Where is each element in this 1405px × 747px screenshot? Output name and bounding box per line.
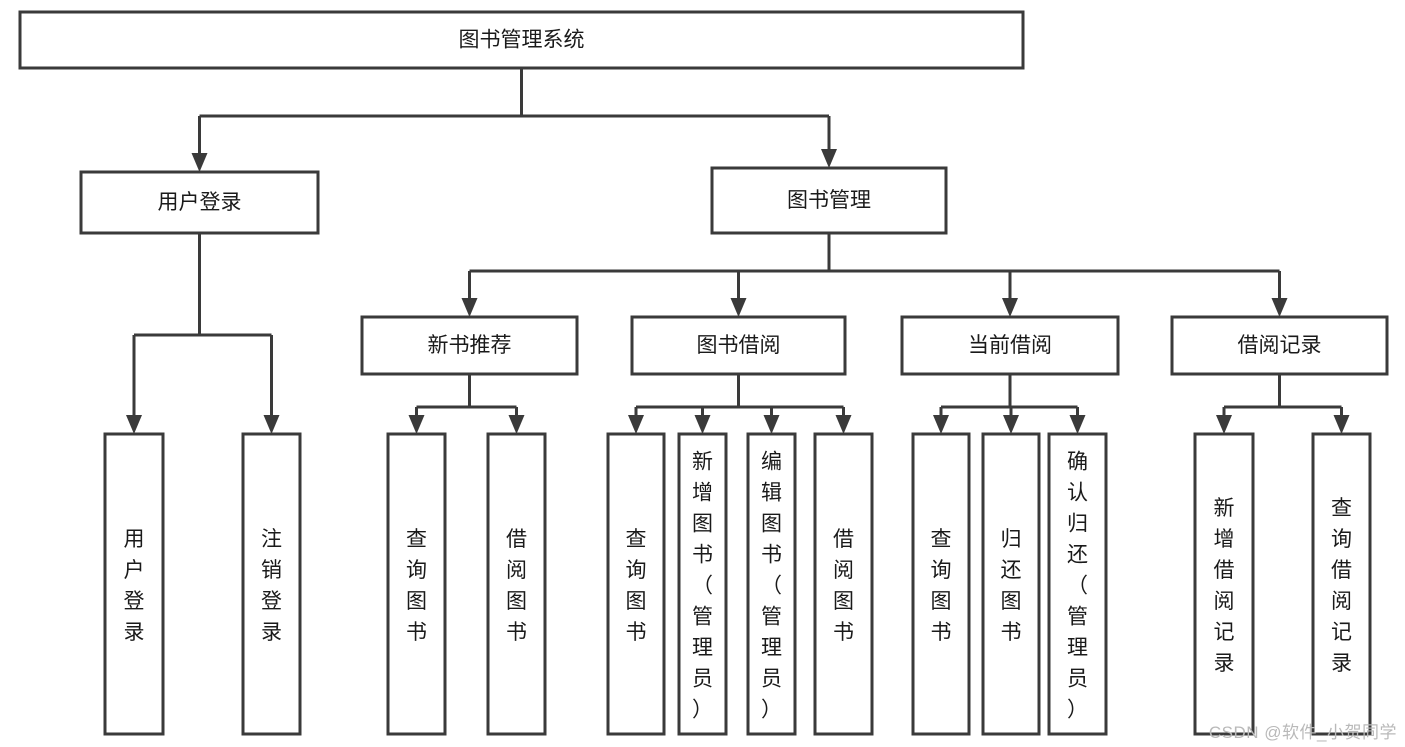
node-label: 借阅图书: [833, 528, 854, 644]
node-leaf10[interactable]: 归还图书: [981, 432, 1041, 736]
node-label: 用户登录: [124, 528, 145, 644]
connector-group-l2d: [1216, 374, 1350, 434]
node-l2b[interactable]: 图书借阅: [630, 315, 847, 376]
node-label: 新增借阅记录: [1214, 497, 1235, 675]
node-label: 查询图书: [626, 528, 647, 644]
node-l2c[interactable]: 当前借阅: [900, 315, 1120, 376]
node-leaf11[interactable]: 确认归还（管理员）: [1047, 432, 1108, 736]
connector-group-root: [191, 68, 837, 172]
connector-layer: [126, 68, 1350, 434]
node-leaf09[interactable]: 查询图书: [911, 432, 971, 736]
connector-group-l2c: [933, 374, 1086, 434]
node-label: 注销登录: [261, 528, 282, 644]
node-layer: 图书管理系统用户登录图书管理新书推荐图书借阅当前借阅借阅记录用户登录注销登录查询…: [18, 10, 1389, 736]
node-label: 查询借阅记录: [1331, 497, 1352, 675]
node-leaf05[interactable]: 查询图书: [606, 432, 666, 736]
node-leaf04[interactable]: 借阅图书: [486, 432, 547, 736]
node-label: 新书推荐: [428, 334, 512, 357]
node-label: 归还图书: [1001, 528, 1022, 644]
node-label: 查询图书: [406, 528, 427, 644]
node-leaf07[interactable]: 编辑图书（管理员）: [746, 432, 797, 736]
node-label: 借阅图书: [506, 528, 527, 644]
node-label: 借阅记录: [1238, 334, 1322, 357]
node-label: 查询图书: [931, 528, 952, 644]
node-leaf13[interactable]: 查询借阅记录: [1311, 432, 1372, 736]
node-label: 新增图书（管理员）: [692, 451, 713, 722]
connector-group-l1b: [461, 233, 1288, 317]
connector-group-l1a: [126, 233, 280, 434]
node-label: 用户登录: [158, 191, 242, 214]
node-leaf12[interactable]: 新增借阅记录: [1193, 432, 1255, 736]
node-root[interactable]: 图书管理系统: [18, 10, 1025, 70]
node-label: 编辑图书（管理员）: [761, 451, 782, 722]
node-label: 图书管理: [787, 189, 871, 212]
node-leaf01[interactable]: 用户登录: [103, 432, 165, 736]
node-leaf08[interactable]: 借阅图书: [813, 432, 874, 736]
node-l2d[interactable]: 借阅记录: [1170, 315, 1389, 376]
node-leaf06[interactable]: 新增图书（管理员）: [677, 432, 728, 736]
watermark: CSDN @软件_小贺同学: [1208, 723, 1397, 742]
node-l1a[interactable]: 用户登录: [79, 170, 320, 235]
node-label: 确认归还（管理员）: [1067, 451, 1088, 722]
connector-group-l2a: [408, 374, 525, 434]
node-leaf03[interactable]: 查询图书: [386, 432, 447, 736]
node-label: 图书借阅: [697, 334, 781, 357]
node-label: 当前借阅: [968, 334, 1052, 357]
node-l1b[interactable]: 图书管理: [710, 166, 948, 235]
node-l2a[interactable]: 新书推荐: [360, 315, 579, 376]
node-label: 图书管理系统: [459, 29, 585, 52]
node-leaf02[interactable]: 注销登录: [241, 432, 302, 736]
connector-group-l2b: [628, 374, 852, 434]
